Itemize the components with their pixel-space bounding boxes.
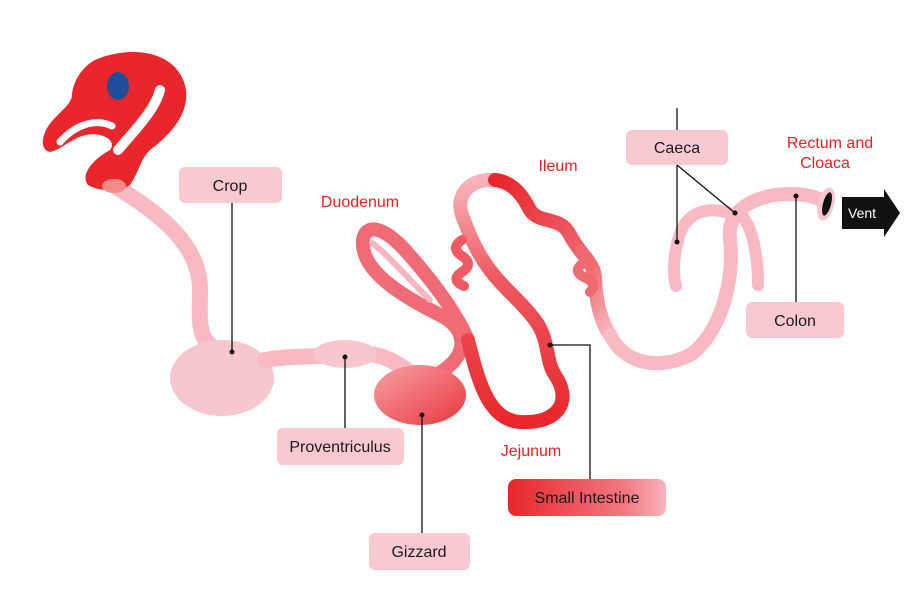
caeca-leader-dot-left xyxy=(674,239,680,245)
jejunum-wiggles xyxy=(451,235,473,291)
duodenum-loop xyxy=(355,222,475,385)
vent-arrow: Vent xyxy=(842,189,900,237)
head-shape xyxy=(42,52,187,191)
ileum-wiggles xyxy=(572,245,599,297)
caeca-pouch-right xyxy=(732,206,764,291)
eye-icon xyxy=(107,72,129,100)
small-intestine-leader-dot xyxy=(547,342,553,348)
neck-gap xyxy=(113,85,165,155)
crop-label-box xyxy=(179,167,282,203)
gizzard-organ xyxy=(374,365,466,425)
bird-head-icon xyxy=(42,52,187,193)
duodenum-label: Duodenum xyxy=(321,194,399,211)
crop-organ xyxy=(170,340,274,416)
colon-label: Colon xyxy=(774,313,816,330)
rectum-label-line2: Cloaca xyxy=(800,155,850,172)
small-intestine-label-box xyxy=(508,479,666,516)
proventriculus-organ xyxy=(313,340,377,368)
cloaca-hole xyxy=(822,192,832,216)
arrow-right-icon xyxy=(842,189,900,237)
ileum-label: Ileum xyxy=(538,158,577,175)
jejunum-label: Jejunum xyxy=(501,443,561,460)
colon-label-box xyxy=(746,302,844,338)
caeca-label: Caeca xyxy=(654,140,700,157)
crop-leader-dot xyxy=(229,349,235,355)
crop-label: Crop xyxy=(213,178,248,195)
rectum-label-line1: Rectum and xyxy=(787,135,873,152)
gizzard-leader-dot xyxy=(419,412,425,418)
colon-leader-dot xyxy=(793,193,799,199)
caeca-label-box xyxy=(626,130,728,165)
duodenum-inner xyxy=(369,240,433,303)
ileum-to-colon-tube xyxy=(603,186,832,371)
proventriculus-leader-dot xyxy=(342,354,348,360)
caeca-leader-right xyxy=(676,164,736,214)
small-intestine-label: Small Intestine xyxy=(535,490,640,507)
proventriculus-label: Proventriculus xyxy=(289,439,390,456)
proventriculus-label-box xyxy=(277,428,404,465)
esophagus-tube xyxy=(110,180,233,360)
gizzard-label-box xyxy=(369,533,470,570)
beak-notch xyxy=(56,119,116,146)
gizzard-label: Gizzard xyxy=(391,544,446,561)
caeca-leader-dot-right xyxy=(732,210,738,216)
small-intestine-leader xyxy=(550,344,591,479)
throat-highlight xyxy=(102,179,126,193)
ileum-segment xyxy=(488,173,617,342)
vent-label: Vent xyxy=(848,205,876,221)
